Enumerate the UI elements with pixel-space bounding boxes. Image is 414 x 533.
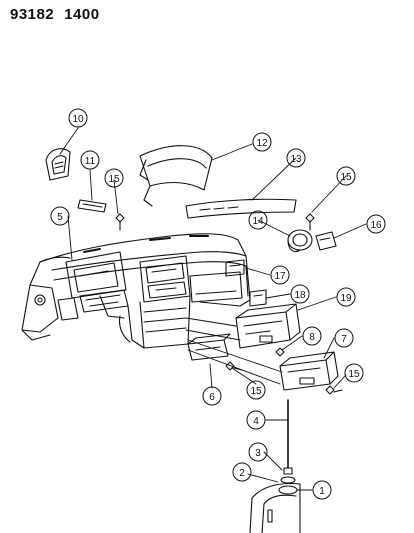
part-13-defrost-grille bbox=[185, 198, 297, 219]
part-12-cluster-hood bbox=[139, 145, 213, 207]
part-17-switch bbox=[225, 259, 245, 277]
svg-text:11: 11 bbox=[85, 156, 96, 167]
callout-3: 3 bbox=[248, 442, 268, 462]
callout-10: 10 bbox=[68, 108, 88, 128]
screws bbox=[115, 213, 343, 395]
part-11-trim-strip bbox=[77, 199, 107, 213]
callout-15d: 15 bbox=[344, 363, 364, 383]
callout-leaders bbox=[59, 127, 367, 491]
part-16-clip bbox=[315, 231, 337, 251]
callout-8: 8 bbox=[302, 326, 322, 346]
svg-text:12: 12 bbox=[256, 138, 268, 149]
callout-6: 6 bbox=[202, 386, 222, 406]
svg-text:14: 14 bbox=[252, 216, 264, 227]
svg-text:5: 5 bbox=[57, 212, 63, 223]
callout-14: 14 bbox=[248, 210, 268, 230]
svg-text:18: 18 bbox=[294, 290, 306, 301]
part-7-tape-unit bbox=[279, 351, 339, 391]
callout-2: 2 bbox=[232, 462, 252, 482]
svg-text:16: 16 bbox=[370, 220, 382, 231]
callout-5: 5 bbox=[50, 206, 70, 226]
svg-text:13: 13 bbox=[290, 154, 302, 165]
diagram-header: 93182 1400 bbox=[10, 6, 110, 23]
svg-text:4: 4 bbox=[253, 416, 259, 427]
callout-4: 4 bbox=[246, 410, 266, 430]
leader-lines-mount bbox=[185, 317, 283, 385]
callout-18: 18 bbox=[290, 284, 310, 304]
callout-19: 19 bbox=[336, 287, 356, 307]
svg-text:1: 1 bbox=[319, 486, 325, 497]
callout-1: 1 bbox=[312, 480, 332, 500]
instrument-panel bbox=[21, 233, 251, 349]
svg-text:10: 10 bbox=[72, 114, 84, 125]
svg-text:15: 15 bbox=[340, 172, 352, 183]
callout-16: 16 bbox=[366, 214, 386, 234]
callout-15c: 15 bbox=[246, 380, 266, 400]
callout-12: 12 bbox=[252, 132, 272, 152]
part-14-round-vent bbox=[287, 229, 313, 253]
svg-text:15: 15 bbox=[108, 174, 120, 185]
callout-15a: 15 bbox=[104, 168, 124, 188]
callout-17: 17 bbox=[270, 265, 290, 285]
part-10-corner-vent bbox=[45, 148, 71, 181]
antenna-assembly bbox=[249, 399, 301, 533]
callouts: 10 11 15 12 13 15 5 14 16 17 18 19 8 7 1… bbox=[50, 108, 386, 500]
callout-13: 13 bbox=[286, 148, 306, 168]
callout-15b: 15 bbox=[336, 166, 356, 186]
svg-text:17: 17 bbox=[274, 271, 286, 282]
svg-text:15: 15 bbox=[250, 386, 262, 397]
part-19-radio bbox=[235, 303, 301, 349]
header-code-b: 1400 bbox=[64, 6, 100, 23]
callout-7: 7 bbox=[334, 328, 354, 348]
svg-text:3: 3 bbox=[255, 448, 261, 459]
callout-11: 11 bbox=[80, 150, 100, 170]
svg-text:8: 8 bbox=[309, 332, 315, 343]
header-code-a: 93182 bbox=[10, 6, 55, 23]
svg-text:15: 15 bbox=[348, 369, 360, 380]
svg-text:7: 7 bbox=[341, 334, 347, 345]
svg-text:6: 6 bbox=[209, 392, 215, 403]
part-18-bracket bbox=[249, 289, 267, 307]
svg-text:19: 19 bbox=[340, 293, 352, 304]
svg-text:2: 2 bbox=[239, 468, 245, 479]
